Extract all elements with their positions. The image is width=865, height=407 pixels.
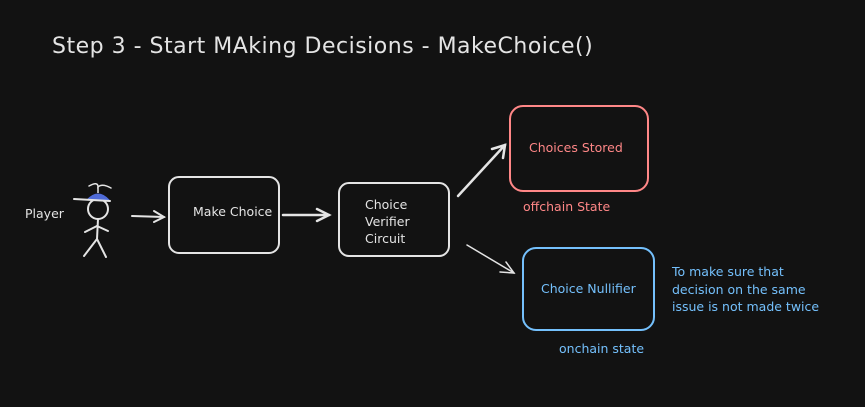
verifier-label: Choice Verifier Circuit <box>365 196 410 247</box>
offchain-state-caption: offchain State <box>523 199 611 214</box>
note-line-3: issue is not made twice <box>672 299 820 314</box>
arrow-verifier-to-choices-stored <box>456 143 507 198</box>
verifier-line-1: Choice <box>365 197 408 212</box>
choice-nullifier-label: Choice Nullifier <box>541 281 636 296</box>
verifier-line-2: Verifier <box>365 214 410 229</box>
choices-stored-label: Choices Stored <box>529 140 623 155</box>
onchain-state-caption: onchain state <box>559 341 645 356</box>
choice-verifier-circuit-box <box>338 182 450 257</box>
choice-nullifier-box <box>522 247 655 331</box>
make-choice-label: Make Choice <box>193 204 273 219</box>
note-line-1: To make sure that <box>672 264 784 279</box>
arrow-player-to-make-choice <box>131 210 167 223</box>
note-line-2: decision on the same <box>672 281 806 297</box>
player-figure <box>83 198 109 258</box>
choices-stored-box <box>509 105 649 192</box>
make-choice-box <box>168 176 280 254</box>
diagram-title: Step 3 - Start MAking Decisions - MakeCh… <box>52 34 594 59</box>
player-label: Player <box>25 206 64 221</box>
propeller-cap-icon <box>73 183 112 202</box>
nullifier-note: To make sure that decision on the same i… <box>672 263 819 316</box>
arrow-verifier-to-choice-nullifier <box>466 244 516 274</box>
verifier-line-3: Circuit <box>365 231 406 246</box>
arrow-make-choice-to-verifier <box>281 207 332 223</box>
